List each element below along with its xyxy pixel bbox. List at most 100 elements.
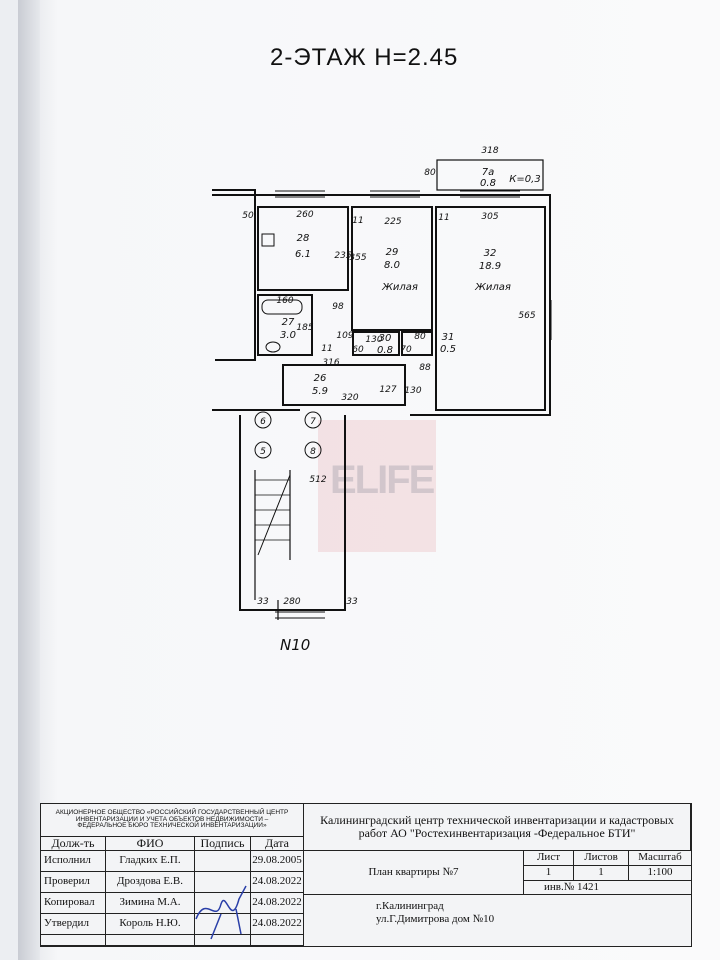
room-no: 30 [379, 333, 392, 344]
stair-mark: 5 [260, 447, 266, 457]
room-area: 0.8 [480, 178, 496, 189]
watermark-block [318, 420, 436, 552]
document-page [18, 0, 720, 960]
city: г.Калининград [376, 900, 444, 912]
room-30 [352, 331, 400, 356]
page-binding-edge [18, 0, 40, 960]
dim: 127 [379, 385, 396, 395]
row-signature [195, 914, 251, 935]
stair-mark: 7 [310, 417, 316, 427]
row-date: 24.08.2022 [251, 872, 304, 893]
room-area: 8.0 [384, 260, 400, 271]
stairwell [239, 415, 346, 611]
dim: 512 [309, 475, 326, 485]
row-name: Король Н.Ю. [106, 914, 195, 935]
dim: 11 [352, 216, 363, 226]
empty-cell [106, 935, 195, 946]
dim: 98 [332, 302, 344, 312]
room-no: 7а [482, 167, 495, 178]
room-27 [257, 294, 313, 356]
room-type: Жилая [381, 282, 418, 293]
stair-mark: 6 [260, 417, 266, 427]
row-signature [195, 851, 251, 872]
room-area: 3.0 [280, 330, 296, 341]
dim: 130 [365, 335, 382, 345]
org-name: АКЦИОНЕРНОЕ ОБЩЕСТВО «РОССИЙСКИЙ ГОСУДАР… [41, 804, 304, 837]
room-type: Жилая [474, 282, 511, 293]
floor-plan: 28 6.1 29 8.0 Жилая 32 18.9 Жилая 27 3.0… [212, 146, 552, 654]
col-position: Долж-ть [41, 837, 106, 851]
dim: 109 [336, 331, 353, 341]
room-area: 6.1 [295, 249, 311, 260]
room-no: 27 [282, 317, 295, 328]
empty-cell [41, 935, 106, 946]
dim: 320 [341, 393, 358, 403]
room-31 [401, 331, 433, 356]
dim: 80 [414, 332, 426, 342]
dim: 185 [296, 323, 313, 333]
building-number: N10 [280, 636, 310, 654]
dim: 80 [424, 168, 436, 178]
room-28 [257, 206, 349, 291]
dim: 305 [481, 212, 498, 222]
row-position: Копировал [41, 893, 106, 914]
row-position: Проверил [41, 872, 106, 893]
sheets-value: 1 [574, 866, 629, 881]
col-name: ФИО [106, 837, 195, 851]
scale-label: Масштаб [629, 851, 691, 866]
street-address: ул.Г.Димитрова дом №10 [376, 913, 495, 926]
row-signature [195, 893, 251, 914]
handwritten-signature [195, 885, 247, 940]
room-no: 32 [484, 248, 497, 259]
floor-title: 2-ЭТАЖ H=2.45 [270, 44, 459, 71]
dim: 260 [296, 210, 313, 220]
dim: 565 [518, 311, 535, 321]
room-no: 29 [386, 247, 399, 258]
dim: 33 [346, 597, 358, 607]
dim: 225 [384, 217, 401, 227]
row-position: Утвердил [41, 914, 106, 935]
dim: 88 [419, 363, 431, 373]
dim: 50 [242, 211, 254, 221]
dim: 60 [352, 345, 364, 355]
col-signature: Подпись [195, 837, 251, 851]
outer-wall [212, 194, 551, 416]
room-no: 31 [442, 332, 455, 343]
dim: 316 [322, 358, 339, 368]
dim: 160 [276, 296, 293, 306]
empty-cell [251, 935, 304, 946]
watermark-text: ELIFE [330, 458, 435, 502]
room-area: 18.9 [479, 261, 501, 272]
doc-title: План квартиры №7 [304, 851, 524, 895]
scale-value: 1:100 [629, 866, 691, 881]
dim: 318 [481, 146, 498, 156]
room-area: 5.9 [312, 386, 328, 397]
row-name: Гладких Е.П. [106, 851, 195, 872]
room-coef: К=0,3 [509, 174, 540, 185]
col-date: Дата [251, 837, 304, 851]
center-name: Калининградский центр технической инвент… [304, 804, 691, 851]
left-wall [212, 189, 256, 361]
dim: 130 [404, 386, 421, 396]
room-no: 26 [314, 373, 327, 384]
sheets-label: Листов [574, 851, 629, 866]
dim: 11 [438, 213, 449, 223]
row-position: Исполнил [41, 851, 106, 872]
dim: 280 [283, 597, 300, 607]
room-32 [435, 206, 546, 411]
dim: 33 [257, 597, 269, 607]
sheet-label: Лист [524, 851, 574, 866]
row-name: Зимина М.А. [106, 893, 195, 914]
address-block: г.Калининград ул.Г.Димитрова дом №10 [376, 900, 494, 926]
row-date: 24.08.2022 [251, 914, 304, 935]
sheet-value: 1 [524, 866, 574, 881]
room-area: 0.5 [440, 344, 456, 355]
row-date: 24.08.2022 [251, 893, 304, 914]
room-area: 0.8 [377, 345, 393, 356]
dim: 11 [321, 344, 332, 354]
empty-cell [195, 935, 251, 946]
balcony [436, 159, 544, 191]
title-block: АКЦИОНЕРНОЕ ОБЩЕСТВО «РОССИЙСКИЙ ГОСУДАР… [40, 803, 692, 947]
inventory-number: инв.№ 1421 [524, 881, 691, 895]
dim: 355 [349, 253, 366, 263]
